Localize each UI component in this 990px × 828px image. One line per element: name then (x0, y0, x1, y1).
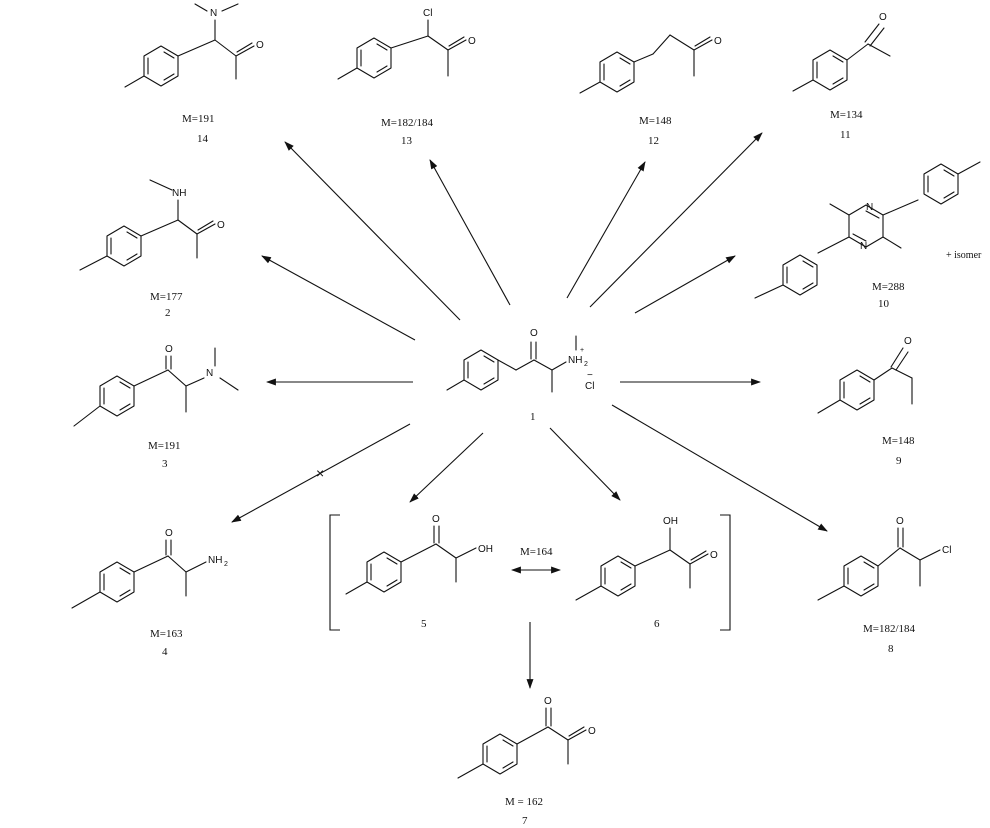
compound-6-atom-o: O (710, 550, 718, 561)
compound-1-number: 1 (530, 411, 536, 423)
compound-5-atom-o: O (432, 514, 440, 525)
compound-14: N O M=191 14 (124, 3, 264, 145)
compound-5: O OH 5 (345, 514, 493, 630)
compound-1-structure (446, 335, 577, 393)
arrow-to-8 (611, 404, 828, 532)
compound-6-structure (575, 527, 709, 601)
compound-1-charge-minus: − (587, 370, 593, 381)
arrow-to-10 (634, 255, 736, 314)
compound-13-atom-cl: Cl (423, 8, 432, 19)
compound-11-atom-o: O (879, 12, 887, 23)
arrow-to-13 (429, 159, 511, 306)
arrow-to-5 (409, 432, 484, 503)
reaction-arrows (231, 132, 828, 689)
arrow-to-12 (566, 161, 646, 299)
compound-10-number: 10 (878, 298, 890, 310)
compound-2-atom-nh: NH (172, 188, 186, 199)
compound-8-mass: M=182/184 (863, 623, 916, 635)
compound-3-atom-n: N (206, 368, 213, 379)
compound-14-number: 14 (197, 133, 209, 145)
tautomer-bracket: M=164 (329, 514, 731, 631)
compound-2: NH O M=177 2 (79, 179, 225, 319)
arrow-to-6 (549, 427, 621, 501)
compound-2-structure (79, 179, 216, 271)
compound-13-number: 13 (401, 135, 413, 147)
compound-1-atom-nh2-subscript: 2 (584, 361, 588, 368)
compound-3-mass: M=191 (148, 440, 180, 452)
compound-4-atom-nh: NH (208, 555, 222, 566)
compound-2-atom-o: O (217, 220, 225, 231)
compound-11-structure (792, 23, 891, 92)
compound-8-atom-cl: Cl (942, 545, 951, 556)
compound-7-mass: M = 162 (505, 796, 543, 808)
compound-11-number: 11 (840, 129, 851, 141)
compound-7-number: 7 (522, 815, 528, 827)
compound-9-atom-o: O (904, 336, 912, 347)
compound-10-mass: M=288 (872, 281, 905, 293)
compound-12: O M=148 12 (579, 34, 722, 147)
bracket-mass-label: M=164 (520, 546, 553, 558)
compound-12-atom-o: O (714, 36, 722, 47)
compound-8-atom-o: O (896, 516, 904, 527)
compound-9-structure (817, 347, 913, 414)
compound-8-structure (817, 527, 941, 601)
compound-14-atom-n: N (210, 8, 217, 19)
compound-9: O M=148 9 (817, 336, 915, 467)
compound-7-atom-o1: O (544, 696, 552, 707)
compound-12-number: 12 (648, 135, 659, 147)
compound-1-atom-cl: Cl (585, 381, 594, 392)
compound-8-number: 8 (888, 643, 894, 655)
compound-10-structure (754, 161, 981, 299)
compound-9-mass: M=148 (882, 435, 915, 447)
compound-1-atom-nh2: NH (568, 355, 582, 366)
compound-12-mass: M=148 (639, 115, 672, 127)
compound-4-atom-nh-subscript: 2 (224, 561, 228, 568)
compound-14-structure (124, 3, 255, 88)
compound-4: O NH 2 M=163 4 (71, 528, 228, 658)
compound-6-number: 6 (654, 618, 660, 630)
compound-10-atom-n1: N (866, 202, 873, 213)
compound-13-atom-o: O (468, 36, 476, 47)
compound-6-atom-oh: OH (663, 516, 678, 527)
compound-13-mass: M=182/184 (381, 117, 434, 129)
compound-4-mass: M=163 (150, 628, 183, 640)
compound-11: O M=134 11 (792, 12, 891, 141)
compound-4-structure (71, 539, 207, 609)
compound-7: O O M = 162 7 (457, 696, 596, 827)
compound-13-structure (337, 19, 467, 80)
arrow-to-14 (284, 141, 461, 321)
arrow-to-4-blocked (231, 423, 411, 523)
compound-14-mass: M=191 (182, 113, 214, 125)
compound-6: OH O 6 (575, 516, 718, 630)
compound-9-number: 9 (896, 455, 902, 467)
compound-5-number: 5 (421, 618, 427, 630)
compound-10-atom-n2: N (860, 241, 867, 252)
compound-13: Cl O M=182/184 13 (337, 8, 476, 147)
compound-11-mass: M=134 (830, 109, 863, 121)
compound-10-isomer-note: + isomer (946, 250, 982, 261)
compound-7-atom-o2: O (588, 726, 596, 737)
compound-2-mass: M=177 (150, 291, 183, 303)
compound-12-structure (579, 34, 713, 94)
compound-1-atom-o: O (530, 328, 538, 339)
compound-1: O NH 2 + Cl − 1 (446, 328, 594, 423)
compound-1-charge-plus: + (580, 347, 584, 354)
compound-8: O Cl M=182/184 8 (817, 516, 951, 655)
compound-14-atom-o: O (256, 40, 264, 51)
compound-5-structure (345, 525, 477, 595)
compound-10: N N + isomer M=288 10 (754, 161, 982, 310)
compound-3-structure (73, 347, 239, 427)
compound-3-atom-o: O (165, 344, 173, 355)
compound-3-number: 3 (162, 458, 168, 470)
compound-4-number: 4 (162, 646, 168, 658)
compound-3: O N M=191 3 (73, 344, 239, 470)
compound-7-structure (457, 707, 587, 779)
compound-2-number: 2 (165, 307, 171, 319)
arrow-to-11 (589, 132, 763, 308)
compound-5-atom-oh: OH (478, 544, 493, 555)
compound-4-atom-o: O (165, 528, 173, 539)
blocked-reaction-cross: × (316, 465, 324, 481)
arrow-to-2 (261, 255, 416, 341)
